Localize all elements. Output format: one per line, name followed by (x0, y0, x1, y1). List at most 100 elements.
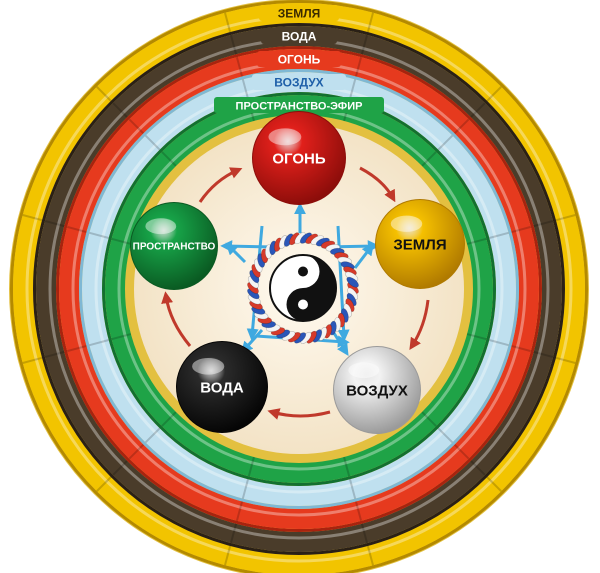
ring-segment-tick (89, 339, 109, 347)
ring-edge-3 (79, 69, 519, 509)
sphere-water-label: ВОДА (200, 379, 244, 396)
ring-segment-tick (66, 225, 87, 234)
ring-segment-tick (349, 79, 357, 99)
sphere-air: ВОЗДУХ (333, 346, 421, 434)
ring-segment-tick (44, 350, 65, 359)
ring-segment-tick (354, 56, 363, 77)
ring-segment-tick (555, 214, 576, 222)
yin-yang-icon (269, 254, 337, 322)
ring-edge-1 (33, 23, 565, 555)
ring-segment-tick (360, 34, 369, 55)
ring-label-water-text: ВОДА (282, 30, 317, 44)
ring-segment-tick (470, 460, 486, 476)
ring-segment-tick (421, 151, 437, 167)
ring-segment-tick (128, 118, 145, 135)
ring-segment-tick (112, 102, 128, 118)
ring-segment-tick (96, 86, 112, 102)
ring-segment-tick (161, 411, 177, 427)
ring-label-ether-text: ПРОСТРАНСТВО-ЭФИР (236, 101, 363, 113)
ring-segment-tick (470, 102, 486, 118)
ring-segment-tick (89, 231, 109, 239)
sphere-earth-shine (390, 215, 423, 232)
ring-segment-tick (453, 118, 470, 135)
ring-segment-tick (489, 231, 509, 239)
ring-segment-tick (511, 344, 532, 353)
ring-segment-tick (229, 34, 238, 55)
ring-segment-tick (343, 456, 351, 477)
ring-segment-tick (533, 350, 554, 359)
ring-label-earth-plate (259, 5, 339, 21)
ring-segment-tick (421, 411, 437, 427)
ring-label-fire-plate (257, 51, 341, 67)
ring-label-air: ВОЗДУХ (252, 74, 346, 90)
sphere-space-label: ПРОСТРАНСТВО (133, 242, 216, 253)
ring-segment-tick (437, 134, 454, 151)
ring-segment-tick (453, 443, 470, 460)
sphere-air-shine (348, 362, 380, 379)
sphere-earth: ЗЕМЛЯ (375, 199, 465, 289)
ring-label-air-plate (252, 74, 346, 90)
sphere-space-shine (145, 218, 177, 235)
sphere-earth-body (376, 200, 464, 288)
cycle-arrow-air-water (267, 408, 331, 420)
ring-segment-tick (144, 427, 161, 444)
ring-segment-tick (224, 545, 232, 566)
ring-segment-tick (489, 339, 509, 347)
cycle-arrow-earth-air (409, 299, 430, 351)
ring-segment-tick (224, 12, 232, 33)
ring-segment-tick (128, 443, 145, 460)
sphere-fire-body (253, 112, 345, 204)
sphere-space: ПРОСТРАНСТВО (130, 202, 218, 290)
ring-segment-tick (354, 501, 363, 522)
cycle-arrow-space-fire (198, 167, 243, 203)
ring-segment-tick (247, 456, 255, 477)
ring-segment-tick (555, 356, 576, 364)
sphere-air-body (334, 347, 420, 433)
ring-segment-tick (349, 479, 357, 499)
generating-cycle-arrows (161, 166, 430, 420)
ring-segment-tick (437, 427, 454, 444)
ring-segment-tick (466, 333, 487, 341)
center-emblem (247, 232, 359, 344)
ring-segment-tick (366, 12, 374, 33)
ring-segment-tick (511, 225, 532, 234)
ring-segment-tick (229, 523, 238, 544)
element-spheres: ОГОНЬ ЗЕМЛЯ ВОЗДУХ ВОДА ПРОСТРАНСТВО (130, 111, 465, 434)
ring-segment-tick (360, 523, 369, 544)
sphere-air-label: ВОЗДУХ (346, 382, 408, 399)
sphere-water: ВОДА (176, 341, 268, 433)
ring-segment-tick (66, 344, 87, 353)
ring-label-earth-text: ЗЕМЛЯ (278, 7, 321, 21)
sphere-fire-shine (268, 128, 302, 146)
ring-segment-tick (366, 545, 374, 566)
ring-segment-tick (161, 151, 177, 167)
ring-segment-tick (533, 219, 554, 228)
ring-label-fire-text: ОГОНЬ (278, 53, 321, 67)
ring-label-fire: ОГОНЬ (257, 51, 341, 67)
ring-segment-tick (486, 476, 502, 492)
sphere-water-body (177, 342, 267, 432)
sphere-fire-label: ОГОНЬ (272, 150, 325, 167)
ring-segment-tick (112, 460, 128, 476)
ring-edge-4 (102, 92, 496, 486)
cycle-arrow-water-space (161, 291, 192, 347)
ring-edge-2 (56, 46, 542, 532)
sphere-space-body (131, 203, 217, 289)
ring-label-ether-plate (214, 97, 384, 113)
ring-label-water-plate (261, 28, 337, 44)
ring-segment-tick (466, 237, 487, 245)
ring-segment-tick (486, 86, 502, 102)
sphere-earth-label: ЗЕМЛЯ (393, 236, 446, 253)
sphere-fire: ОГОНЬ (252, 111, 346, 205)
ring-label-air-text: ВОЗДУХ (274, 76, 323, 90)
ring-segment-tick (241, 479, 249, 499)
ring-label-earth: ЗЕМЛЯ (259, 5, 339, 21)
ring-segment-tick (111, 237, 132, 245)
ring-label-water: ВОДА (261, 28, 337, 44)
ring-segment-tick (96, 476, 112, 492)
ring-segment-tick (241, 79, 249, 99)
ring-segment-tick (22, 356, 43, 364)
ring-segment-tick (22, 214, 43, 222)
rope-strand (346, 276, 359, 288)
